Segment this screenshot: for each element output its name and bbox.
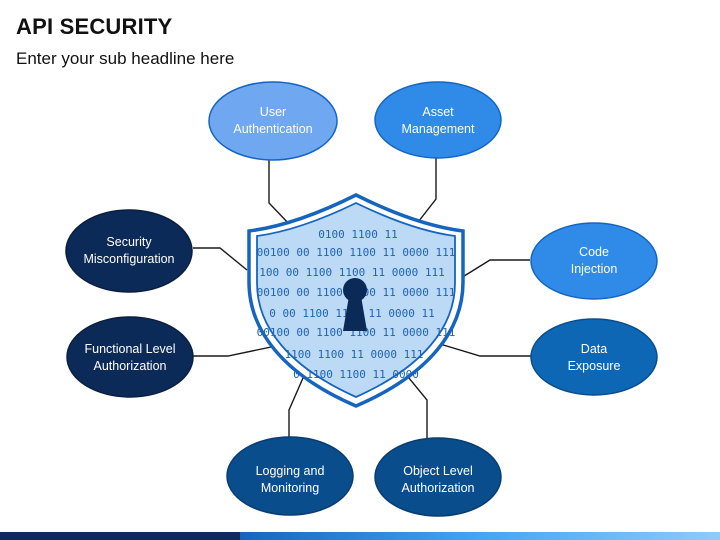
- bottom-accent-bar: [0, 532, 720, 540]
- node-label: Security: [106, 235, 152, 249]
- node-label: Logging and: [256, 464, 325, 478]
- binary-row: 00100 00 1100 1100 11 0000 111: [257, 326, 456, 339]
- connectors: [193, 158, 531, 439]
- node-label: Management: [402, 122, 475, 136]
- node-label: Misconfiguration: [83, 252, 174, 266]
- shield-icon: 0100 1100 11 00100 00 1100 1100 11 0000 …: [247, 193, 465, 408]
- node-security-misconfiguration: Security Misconfiguration: [65, 209, 193, 293]
- node-label: Authorization: [94, 359, 167, 373]
- connector-security-misconfiguration: [193, 247, 248, 271]
- node-label: Authorization: [402, 481, 475, 495]
- connector-data-exposure: [439, 343, 531, 357]
- node-data-exposure: Data Exposure: [530, 318, 658, 396]
- page-subtitle: Enter your sub headline here: [16, 49, 235, 68]
- node-label: Monitoring: [261, 481, 319, 495]
- node-label: Injection: [571, 262, 618, 276]
- node-label: Asset: [422, 105, 454, 119]
- binary-row: 0100 1100 11: [318, 228, 397, 241]
- binary-row: 00100 00 1100 1100 11 0000 111: [257, 246, 456, 259]
- node-functional-level-authorization: Functional Level Authorization: [66, 316, 194, 398]
- node-label: Data: [581, 342, 607, 356]
- node-label: Authentication: [233, 122, 312, 136]
- connector-code-injection: [460, 259, 530, 279]
- node-code-injection: Code Injection: [530, 222, 658, 300]
- connector-logging-and-monitoring: [288, 377, 304, 437]
- connector-user-authentication: [268, 160, 293, 228]
- bottom-bar-gradient-segment: [240, 532, 720, 540]
- node-user-authentication: User Authentication: [208, 81, 338, 161]
- binary-row: 0 1100 1100 11 0000: [293, 368, 419, 381]
- binary-row: 1100 1100 11 0000 111: [284, 348, 423, 361]
- connector-functional-level-authorization: [193, 345, 277, 357]
- connector-asset-management: [414, 158, 437, 227]
- page-title: API SECURITY: [16, 14, 173, 39]
- node-object-level-authorization: Object Level Authorization: [374, 437, 502, 517]
- node-label: Functional Level: [84, 342, 175, 356]
- node-label: Object Level: [403, 464, 472, 478]
- binary-row: 100 00 1100 1100 11 0000 111: [259, 266, 444, 279]
- node-label: User: [260, 105, 286, 119]
- node-asset-management: Asset Management: [374, 81, 502, 159]
- node-label: Exposure: [568, 359, 621, 373]
- node-logging-and-monitoring: Logging and Monitoring: [226, 436, 354, 516]
- keyhole-icon: [343, 278, 367, 331]
- connector-object-level-authorization: [403, 371, 428, 439]
- node-label: Code: [579, 245, 609, 259]
- bottom-bar-dark-segment: [0, 532, 240, 540]
